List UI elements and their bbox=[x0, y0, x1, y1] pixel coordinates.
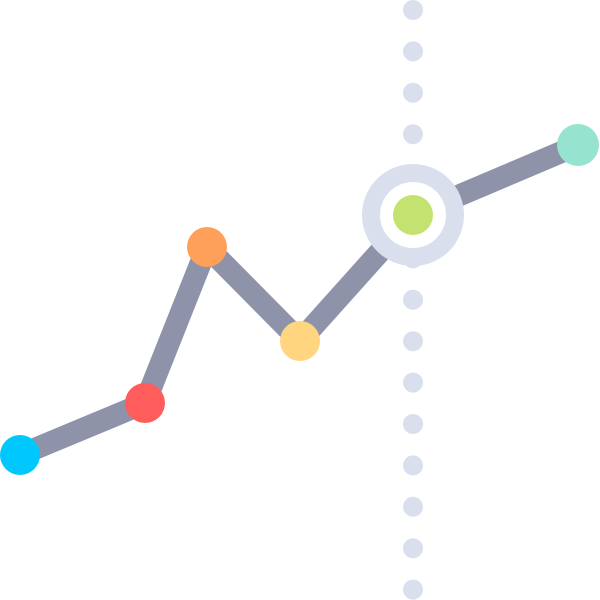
highlighted-data-point bbox=[393, 195, 433, 235]
guide-dot bbox=[403, 124, 423, 145]
guide-dot bbox=[403, 579, 423, 600]
guide-dot bbox=[403, 496, 423, 517]
guide-dot bbox=[403, 41, 423, 62]
data-point bbox=[280, 321, 320, 361]
guide-dot bbox=[403, 0, 423, 20]
vertical-dotted-guide bbox=[403, 0, 423, 600]
guide-dot bbox=[403, 538, 423, 559]
data-point bbox=[0, 435, 40, 475]
guide-dot bbox=[403, 455, 423, 476]
guide-dot bbox=[403, 331, 423, 352]
data-point bbox=[187, 227, 227, 267]
guide-dot bbox=[403, 372, 423, 393]
trend-line bbox=[9, 134, 589, 466]
guide-dot bbox=[403, 82, 423, 103]
data-point bbox=[125, 383, 165, 423]
data-point bbox=[557, 124, 599, 166]
data-points bbox=[0, 124, 599, 475]
guide-dot bbox=[403, 414, 423, 434]
guide-dot bbox=[403, 289, 423, 310]
